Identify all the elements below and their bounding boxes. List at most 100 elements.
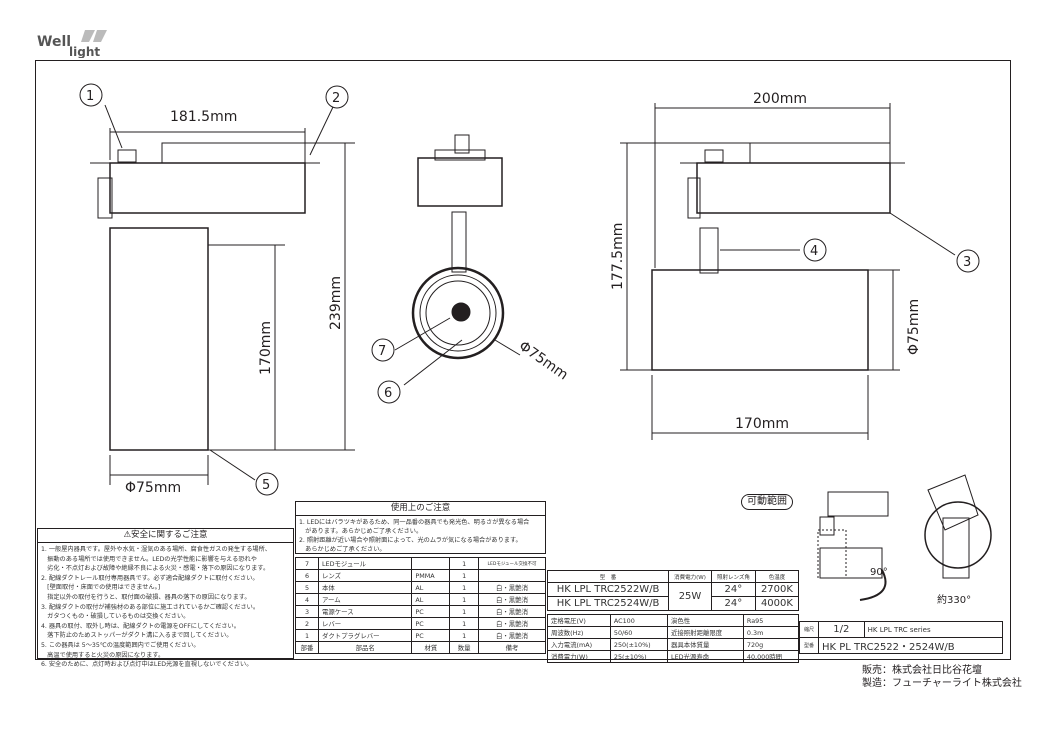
tilt-angle: 90°	[870, 567, 888, 578]
logo-text-light: light	[69, 45, 100, 58]
parts-cell: 1	[449, 617, 479, 630]
model-cell: 2700K	[754, 582, 800, 597]
usage-line: 2. 照射距離が近い場合や照射面によって、光のムラが気になる場合があります。	[299, 537, 522, 544]
model-cell: HK LPL TRC2524W/B	[546, 596, 670, 611]
safety-line: 振動のある場所では使用できません。LEDの光学性能に影響を与える恐れや	[41, 555, 257, 563]
safety-lines: 1. 一般屋内器具です。屋外や水気・湿気のある場所、腐食性ガスの発生する場所、 …	[38, 543, 293, 672]
safety-line: 2. 配線ダクトレール取付専用器具です。必ず適合配線ダクトに取付ください。	[41, 574, 259, 582]
parts-cell: 1	[449, 605, 479, 618]
usage-line: あらかじめご了承ください。	[299, 546, 386, 553]
safety-notes: ⚠安全に関するご注意 1. 一般屋内器具です。屋外や水気・湿気のある場所、腐食性…	[37, 528, 294, 668]
dim-height-total: 239mm	[328, 276, 344, 330]
model-cell: 24°	[710, 582, 756, 597]
usage-lines: 1. LEDにはバラツキがあるため、同一品番の器具でも発光色、明るさが異なる場合…	[296, 516, 545, 556]
logo-text-well: Well	[37, 34, 71, 50]
safety-line: 高温で使用すると火災の原因になります。	[41, 651, 165, 659]
parts-cell: 1	[449, 557, 479, 570]
safety-line: 6. 安全のために、点灯時および点灯中はLED光源を直視しないでください。	[41, 661, 253, 669]
parts-cell: 数量	[449, 641, 479, 654]
side-view-right	[620, 103, 956, 440]
series-name: HK LPL TRC series	[863, 621, 1004, 638]
side-view-left	[90, 104, 355, 485]
safety-title: ⚠安全に関するご注意	[38, 529, 293, 543]
parts-cell: 白・黒艶消	[478, 629, 546, 642]
rotation-angle: 約330°	[937, 593, 971, 606]
parts-cell: 1	[449, 593, 479, 606]
safety-line: 落下防止のためストッパーがダクト溝に入るまで回してください。	[41, 632, 233, 640]
callout-4: 4	[810, 244, 818, 259]
parts-cell	[478, 569, 546, 582]
model-cell: 4000K	[754, 596, 800, 611]
safety-line: 4. 器具の取付、取外し時は、配線ダクトの電源をOFFにしてください。	[41, 622, 240, 630]
footer: 販売：株式会社日比谷花壇 製造：フューチャーライト株式会社	[862, 664, 1022, 690]
parts-header: 部番部品名材質数量備考	[295, 641, 546, 654]
dim-diameter-left: Φ75mm	[125, 480, 181, 496]
spec-cell: 演色性	[667, 614, 744, 627]
parts-cell: AL	[411, 581, 451, 594]
parts-cell: 部番	[295, 641, 319, 654]
parts-cell: 部品名	[317, 641, 413, 654]
parts-cell: 1	[449, 569, 479, 582]
model-header: 型 番消費電力(W)照射レンズ角色温度	[546, 570, 800, 583]
parts-cell: ダクトプラグレバー	[317, 629, 413, 642]
safety-line: 1. 一般屋内器具です。屋外や水気・湿気のある場所、腐食性ガスの発生する場所、	[41, 546, 271, 553]
spec-cell: 定格電圧(V)	[547, 614, 611, 627]
parts-cell: 電源ケース	[317, 605, 413, 618]
parts-cell: 材質	[411, 641, 451, 654]
safety-line: 指定以外の取付を行うと、取付面の破損、器具の落下の原因になります。	[41, 593, 251, 601]
parts-cell: LEDモジュール	[317, 557, 413, 570]
safety-line: 劣化・不点灯および故障や絶縁不良による火災・感電・落下の原因になります。	[41, 565, 270, 573]
dim-height-right: 177.5mm	[610, 223, 626, 290]
dim-diameter-right: Φ75mm	[906, 299, 922, 355]
spec-cell: 25(±10%)	[609, 650, 669, 663]
model-header-cell: 型 番	[546, 570, 670, 583]
parts-cell: レバー	[317, 617, 413, 630]
spec-cell: 周波数(Hz)	[547, 626, 611, 639]
parts-cell: LEDモジュール交換不可	[478, 557, 546, 570]
callout-7: 7	[378, 344, 386, 359]
spec-cell: 720g	[742, 638, 800, 651]
parts-cell: 6	[295, 569, 319, 582]
spec-cell: 40,000時間	[742, 650, 800, 663]
spec-cell: 器具本体質量	[667, 638, 744, 651]
parts-cell: アーム	[317, 593, 413, 606]
seller-text: 販売：株式会社日比谷花壇	[862, 665, 982, 676]
parts-cell: レンズ	[317, 569, 413, 582]
usage-notes: 使用上のご注意 1. LEDにはバラツキがあるため、同一品番の器具でも発光色、明…	[295, 501, 546, 554]
parts-cell: AL	[411, 593, 451, 606]
parts-cell: 1	[449, 581, 479, 594]
parts-cell: PC	[411, 605, 451, 618]
movable-range-label: 可動範囲	[741, 494, 793, 510]
welllight-logo: Well light	[37, 28, 117, 62]
model-header-cell: 照射レンズ角	[710, 570, 756, 583]
callout-2: 2	[332, 91, 340, 106]
model-cell: 25W	[668, 582, 712, 611]
usage-line: 1. LEDにはバラツキがあるため、同一品番の器具でも発光色、明るさが異なる場合	[299, 519, 530, 526]
parts-cell: 1	[295, 629, 319, 642]
usage-title: 使用上のご注意	[296, 502, 545, 516]
spec-cell: 50/60	[609, 626, 669, 639]
parts-cell	[411, 557, 451, 570]
model-header-cell: 消費電力(W)	[668, 570, 712, 583]
dim-width-right: 200mm	[753, 91, 807, 107]
drawing-frame	[35, 60, 1011, 660]
safety-line: ガタつくもの・破損しているものは交換ください。	[41, 613, 190, 621]
model-header-cell: 色温度	[754, 570, 800, 583]
spec-cell: 250(±10%)	[609, 638, 669, 651]
dim-height-body: 170mm	[258, 321, 274, 375]
parts-cell: 7	[295, 557, 319, 570]
spec-cell: AC100	[609, 614, 669, 627]
technical-drawing: 1 2 3 4 5 6 7 181.5mm 239mm 170mm Φ75mm …	[79, 83, 980, 496]
